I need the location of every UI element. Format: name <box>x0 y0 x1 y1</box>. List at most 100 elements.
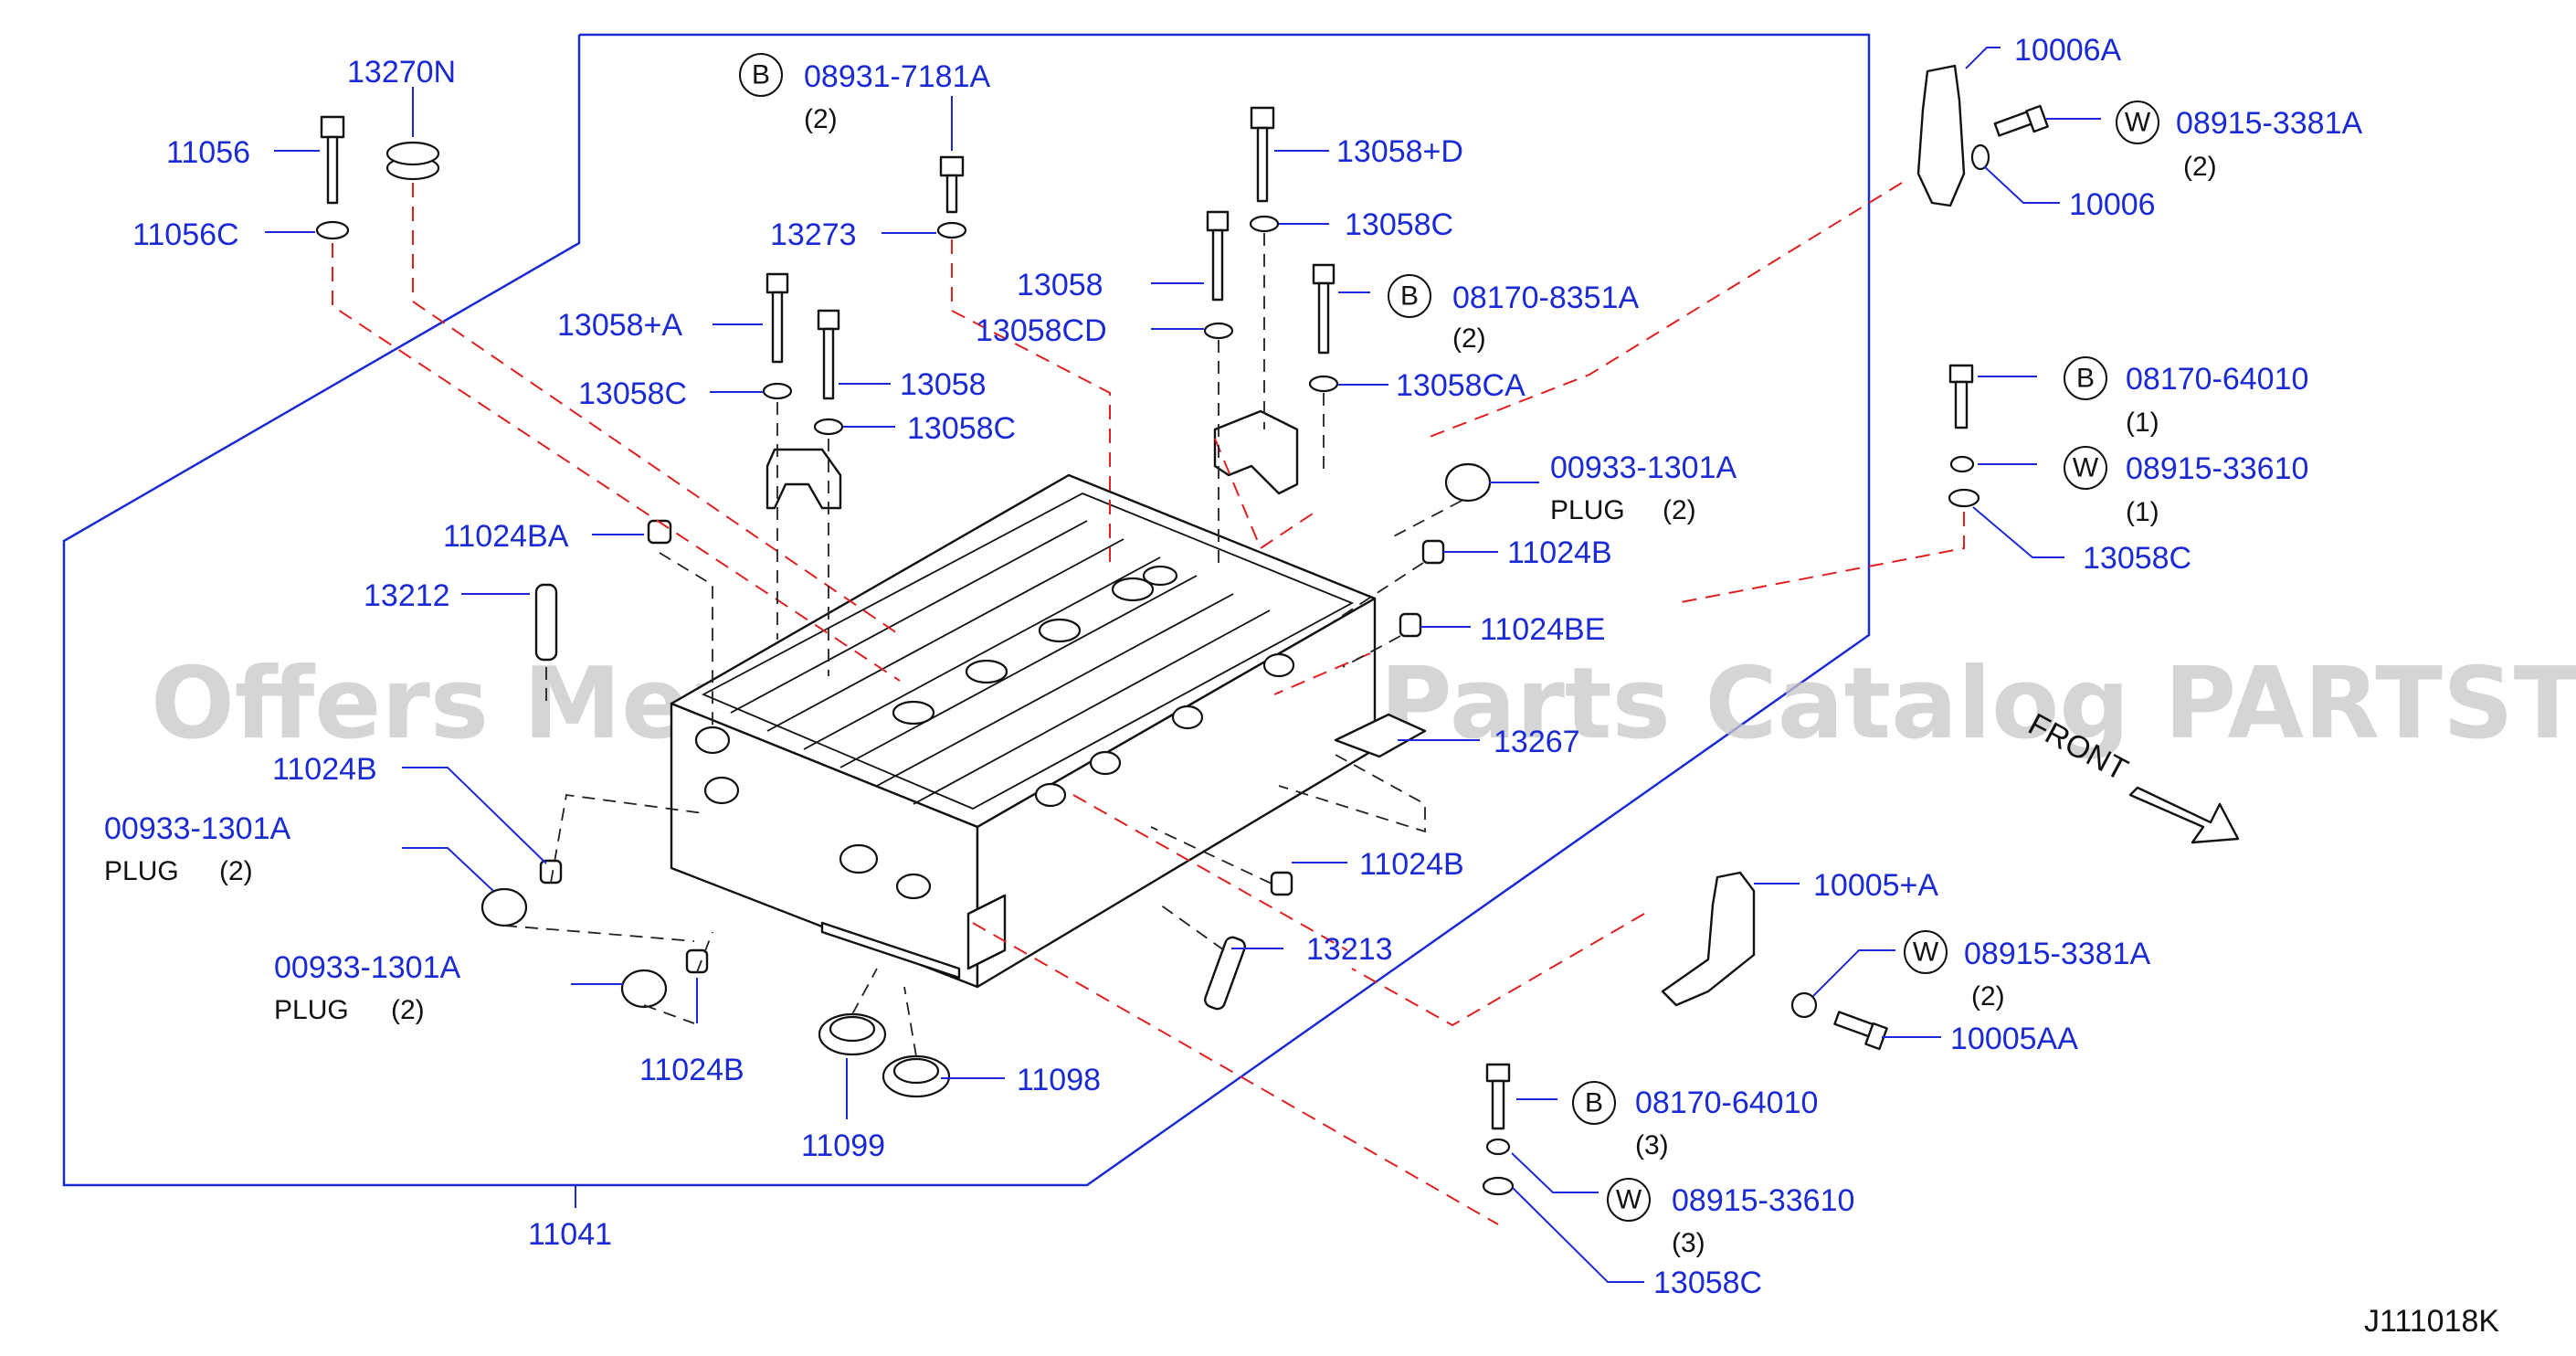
part-labels: 13270N 11056 11056C 08931-7181A (2) 1327… <box>104 33 2363 1300</box>
washer-symbol-icon: W <box>2064 446 2107 490</box>
part-label[interactable]: 13058CA <box>1396 368 1526 403</box>
bolt-symbol-icon: B <box>1388 274 1431 318</box>
bolt-icon <box>1206 210 1230 302</box>
seal-ring-icon <box>882 1054 951 1098</box>
dowel-icon <box>1421 539 1445 565</box>
washer-symbol-icon: W <box>1607 1178 1651 1222</box>
part-label[interactable]: 13058+D <box>1336 134 1463 169</box>
part-label[interactable]: 00933-1301A <box>274 950 461 985</box>
black-dashed-lines <box>503 233 1462 1057</box>
part-label[interactable]: 11024B <box>1359 847 1464 882</box>
quantity-label: (3) <box>1635 1130 1669 1160</box>
part-label[interactable]: 10006A <box>2014 33 2122 68</box>
part-label[interactable]: 13273 <box>770 217 857 252</box>
bracket-icon <box>1916 64 1966 207</box>
bracket-icon <box>1213 409 1299 495</box>
leader-lines <box>265 47 2101 1283</box>
part-label[interactable]: 11041 <box>528 1217 612 1252</box>
washer-icon <box>1485 1138 1511 1156</box>
quantity-label: (3) <box>1672 1228 1705 1258</box>
bolt-icon <box>1250 106 1275 203</box>
washer-icon <box>1203 322 1234 340</box>
bolt-symbol-icon: B <box>1572 1081 1616 1125</box>
washer-symbol-icon: W <box>1904 930 1948 974</box>
quantity-label: (1) <box>2126 497 2159 527</box>
part-label[interactable]: 08170-64010 <box>1635 1086 1818 1120</box>
part-label[interactable]: 11024B <box>1507 535 1612 570</box>
part-label[interactable]: 13212 <box>364 578 450 613</box>
part-label[interactable]: 10005AA <box>1950 1022 2078 1056</box>
bolt-icon <box>1833 1011 1888 1051</box>
bolt-icon <box>320 115 345 205</box>
part-label[interactable]: 08170-64010 <box>2126 362 2308 397</box>
bolt-symbol-icon: B <box>2064 356 2107 400</box>
dowel-icon <box>1399 612 1422 638</box>
part-label[interactable]: 13058 <box>1017 268 1103 302</box>
bolt-icon <box>1312 263 1336 355</box>
part-label[interactable]: 13058C <box>2083 541 2191 576</box>
plug-label: PLUG <box>1550 495 1625 525</box>
quantity-label: (2) <box>804 104 838 134</box>
part-label[interactable]: 13267 <box>1494 725 1580 759</box>
washer-icon <box>315 220 350 240</box>
part-label[interactable]: 11098 <box>1017 1063 1101 1097</box>
part-label[interactable]: 10005+A <box>1813 868 1938 903</box>
tube-icon <box>1204 936 1246 1011</box>
washer-icon <box>1249 215 1280 233</box>
part-label[interactable]: 13270N <box>347 55 456 90</box>
part-label[interactable]: 11099 <box>801 1128 885 1163</box>
part-label[interactable]: 08915-33610 <box>1672 1183 1854 1218</box>
part-label[interactable]: 08931-7181A <box>804 59 991 94</box>
washer-icon <box>762 382 793 400</box>
washer-icon <box>1790 991 1818 1019</box>
part-label[interactable]: 10006 <box>2069 187 2156 222</box>
part-label[interactable]: 11024BA <box>443 519 569 554</box>
part-label[interactable]: 13058CD <box>976 313 1107 348</box>
svg-text:B: B <box>1585 1088 1603 1118</box>
part-label[interactable]: 11056 <box>166 135 250 170</box>
part-label[interactable]: 13058C <box>578 376 687 411</box>
part-label[interactable]: 13213 <box>1306 932 1393 967</box>
bolt-icon <box>817 309 840 400</box>
part-label[interactable]: 11024B <box>272 752 377 787</box>
svg-text:W: W <box>2073 453 2099 483</box>
front-arrow-icon <box>2128 786 2240 844</box>
bolt-icon <box>1993 104 2049 137</box>
part-label[interactable]: 13058C <box>907 411 1016 446</box>
part-label[interactable]: 08915-3381A <box>2176 106 2363 141</box>
part-label[interactable]: 11024BE <box>1480 612 1605 647</box>
plate-icon <box>1334 713 1427 758</box>
washer-icon <box>1970 143 1990 171</box>
part-label[interactable]: 08915-3381A <box>1964 937 2151 971</box>
part-label[interactable]: 11024B <box>639 1053 744 1087</box>
svg-text:W: W <box>2125 108 2151 138</box>
part-label[interactable]: 13058C <box>1345 207 1453 242</box>
washer-icon <box>1308 375 1339 393</box>
washer-symbol-icon: W <box>2116 101 2159 144</box>
part-label[interactable]: 11056C <box>132 217 239 252</box>
bolt-icon <box>765 272 789 364</box>
washer-icon <box>936 221 967 239</box>
plug-label: PLUG <box>274 995 349 1025</box>
part-label[interactable]: 08170-8351A <box>1452 281 1640 315</box>
diagram-code: J111018K <box>2364 1304 2499 1339</box>
bolt-icon <box>1485 1063 1511 1130</box>
red-dashed-lines <box>332 182 1965 1225</box>
plug-icon <box>480 887 528 927</box>
quantity-label: (2) <box>2183 152 2217 182</box>
svg-text:B: B <box>1400 281 1419 312</box>
plug-icon <box>620 969 668 1009</box>
bracket-icon <box>765 448 842 510</box>
part-label[interactable]: 00933-1301A <box>1550 450 1737 485</box>
washer-icon <box>1482 1176 1515 1196</box>
bolt-icon <box>1948 364 1974 429</box>
part-label[interactable]: 13058C <box>1653 1266 1762 1300</box>
washer-icon <box>1949 455 1975 473</box>
quantity-label: (2) <box>1971 981 2005 1012</box>
part-label[interactable]: 13058 <box>900 367 987 402</box>
cylinder-head-drawing <box>670 473 1377 989</box>
part-label[interactable]: 00933-1301A <box>104 811 291 846</box>
part-label[interactable]: 08915-33610 <box>2126 451 2308 486</box>
tube-icon <box>534 583 558 662</box>
part-label[interactable]: 13058+A <box>557 308 682 343</box>
